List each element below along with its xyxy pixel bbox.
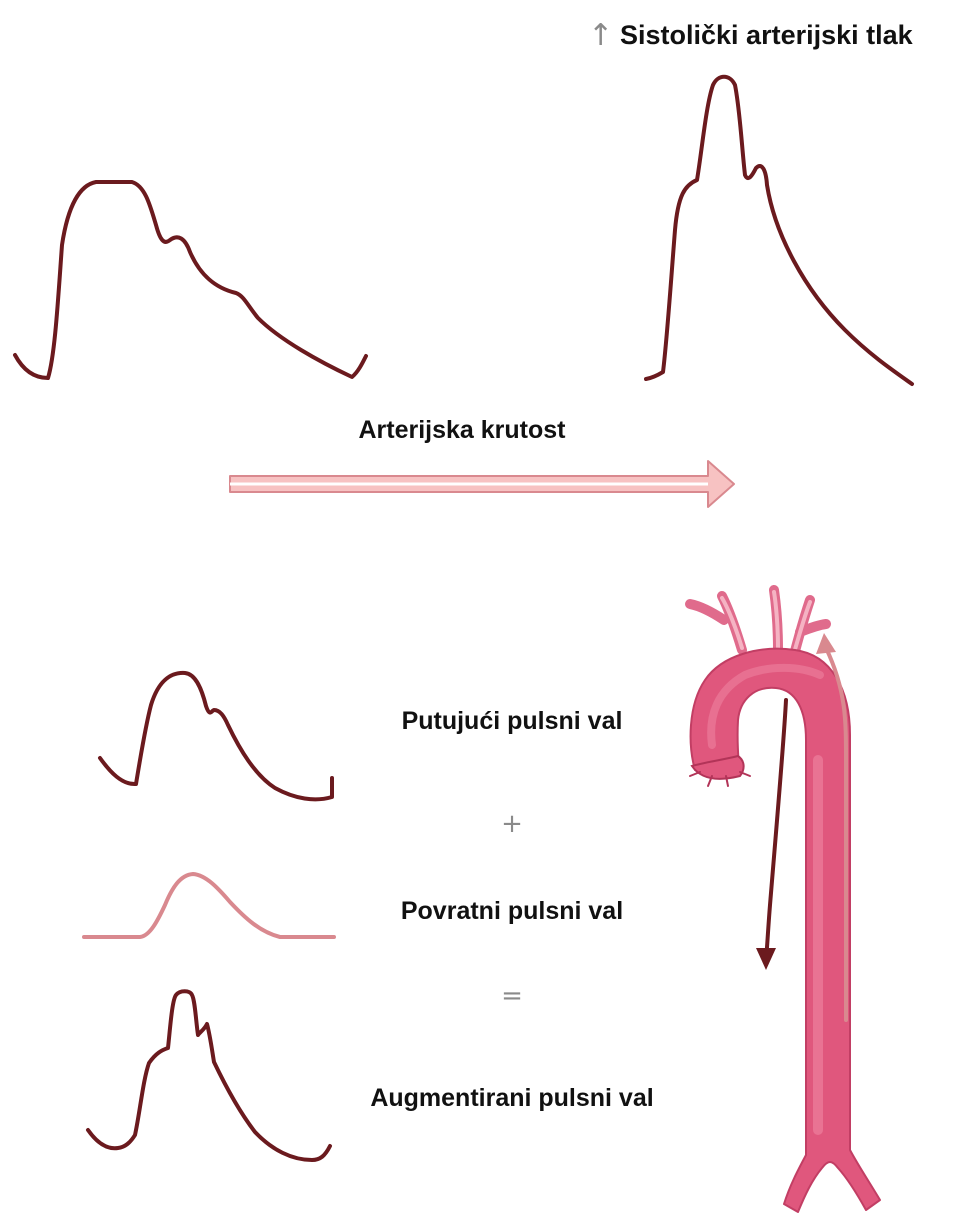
plus-sign: +	[501, 809, 523, 839]
augmented-wave-label: Augmentirani pulsni val	[370, 1084, 653, 1112]
equals-sign: =	[501, 981, 523, 1011]
double-line-right-arrow-icon	[230, 461, 734, 507]
normal-pulse-waveform	[15, 182, 366, 378]
forward-wave-label: Putujući pulsni val	[402, 707, 623, 735]
systolic-pressure-label: Sistolički arterijski tlak	[620, 20, 914, 50]
augmented-pulse-waveform	[88, 991, 330, 1160]
aorta-icon	[690, 590, 880, 1212]
up-arrow-icon: ↑	[588, 18, 613, 53]
stiff-artery-pulse-waveform	[646, 77, 912, 384]
forward-pulse-waveform	[100, 673, 332, 799]
reflected-wave-label: Povratni pulsni val	[401, 897, 623, 925]
arterial-stiffness-label: Arterijska krutost	[358, 416, 566, 444]
reflected-pulse-waveform	[84, 874, 334, 937]
